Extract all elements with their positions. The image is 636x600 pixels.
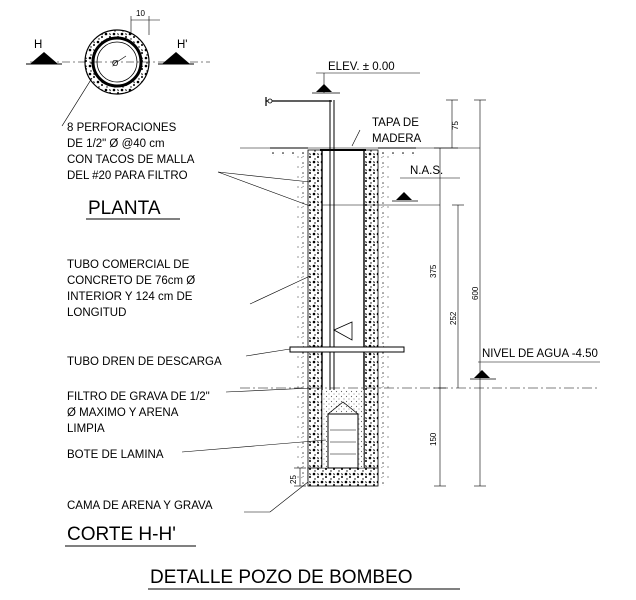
cama-label: CAMA DE ARENA Y GRAVA (67, 500, 213, 512)
gravel-left (307, 149, 323, 481)
plan-dim-top: 10 (136, 9, 145, 18)
cut-label-right: H' (177, 39, 188, 51)
gravel-bed (307, 467, 379, 487)
dim-600: 600 (471, 286, 480, 300)
plan-view: Ø 10 H H' 8 PERFORACIONES DE 1/2" Ø @40 … (26, 9, 210, 220)
bote-label: BOTE DE LAMINA (67, 449, 164, 461)
cut-marker-right (162, 52, 190, 64)
dim-25: 25 (289, 475, 298, 484)
drain-pipe (289, 346, 405, 353)
main-title: DETALLE POZO DE BOMBEO (150, 567, 413, 588)
ground-soil-right (378, 148, 416, 156)
plan-title: PLANTA (88, 198, 161, 219)
tubo-comercial-label: TUBO COMERCIAL DE CONCRETO DE 76cm Ø INT… (67, 259, 198, 319)
dim-75: 75 (451, 121, 460, 130)
dim-375: 375 (429, 264, 438, 278)
gravel-right (363, 149, 379, 481)
section-title: CORTE H-H' (67, 524, 176, 545)
tapa-label: TAPA DE MADERA (372, 117, 422, 145)
cut-label-left: H (34, 39, 42, 51)
perforation-note: 8 PERFORACIONES DE 1/2" Ø @40 cm CON TAC… (67, 122, 197, 182)
bote-lamina (327, 413, 359, 469)
filtro-label: FILTRO DE GRAVA DE 1/2" Ø MAXIMO Y ARENA… (67, 391, 213, 435)
check-valve (333, 321, 353, 341)
nas-label: N.A.S. (410, 165, 443, 177)
svg-text:Ø: Ø (112, 59, 118, 68)
ground-soil-left (270, 148, 308, 156)
dim-252: 252 (449, 311, 458, 325)
section-view: ELEV. ± 0.00 TAPA DE MADERA N.A.S. NIVEL… (65, 61, 600, 547)
tubo-dren-label: TUBO DREN DE DESCARGA (67, 356, 222, 368)
cut-marker-left (30, 52, 58, 64)
elev-label: ELEV. ± 0.00 (328, 61, 395, 73)
dim-150: 150 (429, 432, 438, 446)
nivel-agua-label: NIVEL DE AGUA -4.50 (482, 348, 598, 360)
